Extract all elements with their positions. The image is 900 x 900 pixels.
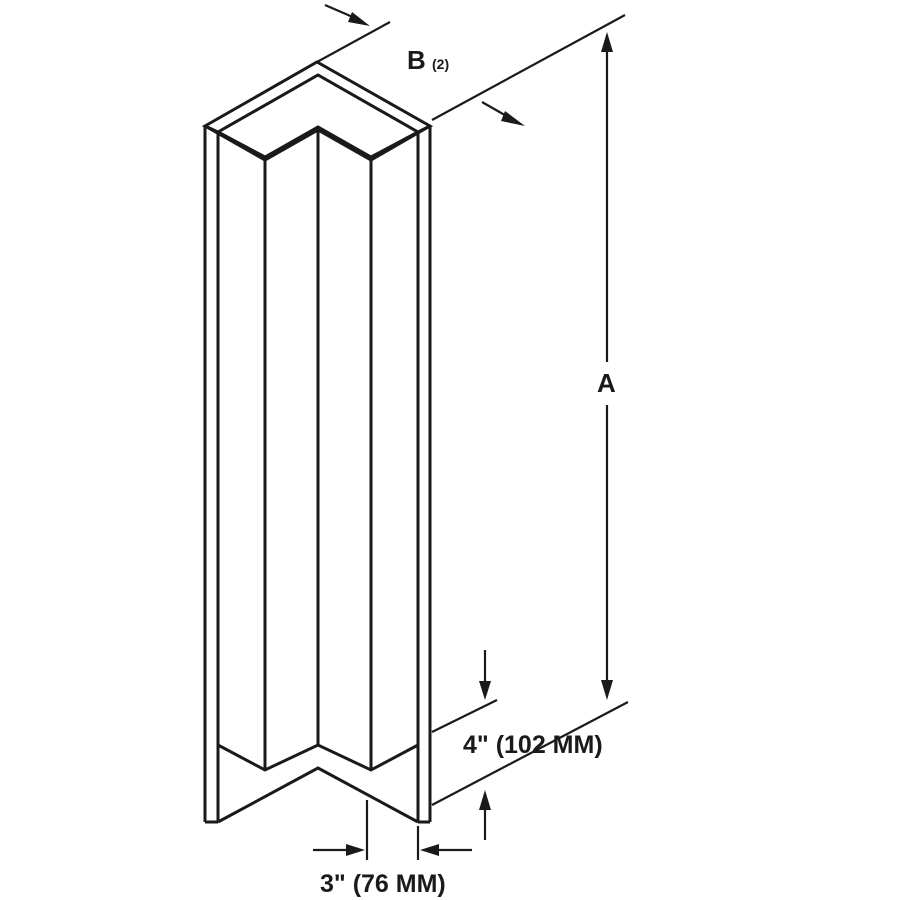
label-bottom-height: 4" (102 MM) <box>463 731 603 759</box>
label-width: 3" (76 MM) <box>320 870 446 898</box>
post-left-face <box>203 126 220 824</box>
post-right-face <box>416 126 432 824</box>
label-b: B <box>407 45 426 75</box>
post-inner-faces <box>263 130 373 770</box>
post-bottom-profile <box>216 743 420 824</box>
dimension-bottom-height <box>431 650 498 840</box>
label-a: A <box>597 368 616 398</box>
dimension-a <box>431 14 629 806</box>
dimension-width <box>313 800 472 860</box>
label-b-quantity: (2) <box>432 56 450 72</box>
dimension-b <box>316 3 525 126</box>
